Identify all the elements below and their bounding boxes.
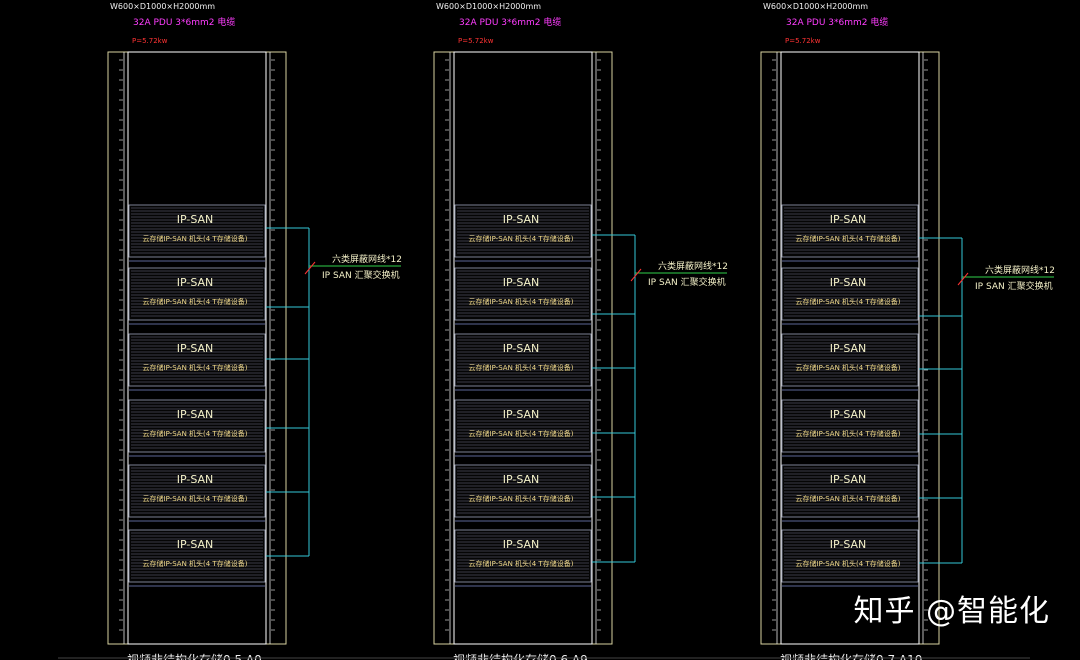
ipsan-unit-description: 云存储IP-SAN 机头(4 T存储设备) (796, 234, 901, 243)
rack-unit-ticks (772, 59, 928, 631)
ipsan-unit-title: IP-SAN (503, 342, 540, 355)
ipsan-unit: IP-SAN 云存储IP-SAN 机头(4 T存储设备) (454, 464, 592, 522)
ipsan-unit-title: IP-SAN (177, 538, 214, 551)
cable-break-mark (630, 268, 642, 282)
ipsan-unit: IP-SAN 云存储IP-SAN 机头(4 T存储设备) (454, 204, 592, 262)
ipsan-unit-title: IP-SAN (177, 213, 214, 226)
rack-pdu-label: 32A PDU 3*6mm2 电缆 (459, 16, 561, 28)
rack-inner-frame (127, 51, 267, 645)
ipsan-unit-title: IP-SAN (177, 276, 214, 289)
ipsan-unit-description: 云存储IP-SAN 机头(4 T存储设备) (469, 363, 574, 372)
network-cable-bus (266, 227, 310, 557)
ipsan-unit: IP-SAN 云存储IP-SAN 机头(4 T存储设备) (128, 529, 266, 587)
ipsan-unit: IP-SAN 云存储IP-SAN 机头(4 T存储设备) (128, 399, 266, 457)
ipsan-unit: IP-SAN 云存储IP-SAN 机头(4 T存储设备) (454, 333, 592, 391)
ipsan-unit-title: IP-SAN (177, 473, 214, 486)
rack-power-label: P=5.72kw (458, 37, 494, 45)
ipsan-unit-title: IP-SAN (177, 342, 214, 355)
ipsan-unit: IP-SAN 云存储IP-SAN 机头(4 T存储设备) (454, 529, 592, 587)
ipsan-unit-description: 云存储IP-SAN 机头(4 T存储设备) (796, 363, 901, 372)
rack-footer-caption: 视频非结构化存储0.6 A9 (453, 652, 588, 660)
rack-2: W600×D1000×H2000mm 32A PDU 3*6mm2 电缆 P=5.7… (433, 2, 728, 660)
ipsan-unit-description: 云存储IP-SAN 机头(4 T存储设备) (796, 559, 901, 568)
switch-label: IP SAN 汇聚交换机 (648, 276, 726, 288)
ipsan-unit-title: IP-SAN (830, 213, 867, 226)
ipsan-unit-description: 云存储IP-SAN 机头(4 T存储设备) (469, 234, 574, 243)
ipsan-unit-description: 云存储IP-SAN 机头(4 T存储设备) (143, 494, 248, 503)
ipsan-unit-title: IP-SAN (830, 408, 867, 421)
switch-label: IP SAN 汇聚交换机 (322, 269, 400, 281)
ipsan-unit-description: 云存储IP-SAN 机头(4 T存储设备) (796, 297, 901, 306)
rack-pdu-label: 32A PDU 3*6mm2 电缆 (786, 16, 888, 28)
ipsan-unit-description: 云存储IP-SAN 机头(4 T存储设备) (143, 297, 248, 306)
ipsan-unit-description: 云存储IP-SAN 机头(4 T存储设备) (469, 494, 574, 503)
rack-footer-caption: 视频非结构化存储0.5 A0 (127, 652, 262, 660)
switch-label: IP SAN 汇聚交换机 (975, 280, 1053, 292)
ipsan-unit-title: IP-SAN (503, 473, 540, 486)
ipsan-unit-title: IP-SAN (503, 408, 540, 421)
ipsan-unit-title: IP-SAN (830, 538, 867, 551)
ipsan-unit-description: 云存储IP-SAN 机头(4 T存储设备) (469, 429, 574, 438)
network-cable-bus (919, 237, 963, 564)
ipsan-unit-title: IP-SAN (177, 408, 214, 421)
ipsan-unit: IP-SAN 云存储IP-SAN 机头(4 T存储设备) (128, 333, 266, 391)
ipsan-unit: IP-SAN 云存储IP-SAN 机头(4 T存储设备) (128, 464, 266, 522)
ipsan-unit-title: IP-SAN (830, 342, 867, 355)
rack-dimensions: W600×D1000×H2000mm (436, 2, 541, 11)
rack-pdu-label: 32A PDU 3*6mm2 电缆 (133, 16, 235, 28)
rack-unit-ticks (445, 59, 601, 631)
ipsan-unit-description: 云存储IP-SAN 机头(4 T存储设备) (143, 234, 248, 243)
rack-power-label: P=5.72kw (785, 37, 821, 45)
ipsan-unit-description: 云存储IP-SAN 机头(4 T存储设备) (143, 429, 248, 438)
ipsan-unit: IP-SAN 云存储IP-SAN 机头(4 T存储设备) (128, 204, 266, 262)
rack-dimensions: W600×D1000×H2000mm (763, 2, 868, 11)
ipsan-unit-title: IP-SAN (830, 276, 867, 289)
ipsan-unit: IP-SAN 云存储IP-SAN 机头(4 T存储设备) (454, 399, 592, 457)
ipsan-unit-description: 云存储IP-SAN 机头(4 T存储设备) (796, 494, 901, 503)
rack-dimensions: W600×D1000×H2000mm (110, 2, 215, 11)
rack-3: W600×D1000×H2000mm 32A PDU 3*6mm2 电缆 P=5.7… (760, 2, 1055, 660)
ipsan-unit: IP-SAN 云存储IP-SAN 机头(4 T存储设备) (781, 464, 919, 522)
ipsan-unit-description: 云存储IP-SAN 机头(4 T存储设备) (469, 559, 574, 568)
cable-label: 六类屏蔽网线*12 (985, 264, 1055, 276)
ipsan-unit: IP-SAN 云存储IP-SAN 机头(4 T存储设备) (128, 267, 266, 325)
ipsan-unit-description: 云存储IP-SAN 机头(4 T存储设备) (796, 429, 901, 438)
rack-inner-frame (780, 51, 920, 645)
rack-unit-ticks (119, 59, 275, 631)
cable-break-mark (957, 272, 969, 286)
rack-1: W600×D1000×H2000mm 32A PDU 3*6mm2 电缆 P=5.7… (107, 2, 402, 660)
ipsan-unit-title: IP-SAN (503, 538, 540, 551)
watermark: 知乎 @智能化 (853, 594, 1050, 629)
ipsan-unit: IP-SAN 云存储IP-SAN 机头(4 T存储设备) (781, 399, 919, 457)
ipsan-unit-title: IP-SAN (830, 473, 867, 486)
ipsan-unit: IP-SAN 云存储IP-SAN 机头(4 T存储设备) (781, 333, 919, 391)
ipsan-unit: IP-SAN 云存储IP-SAN 机头(4 T存储设备) (781, 267, 919, 325)
rack-inner-frame (453, 51, 593, 645)
cable-break-mark (304, 261, 316, 275)
rack-footer-caption: 视频非结构化存储0.7 A10 (780, 652, 922, 660)
cable-label: 六类屏蔽网线*12 (658, 260, 728, 272)
ipsan-unit: IP-SAN 云存储IP-SAN 机头(4 T存储设备) (454, 267, 592, 325)
ipsan-unit: IP-SAN 云存储IP-SAN 机头(4 T存储设备) (781, 529, 919, 587)
cable-label: 六类屏蔽网线*12 (332, 253, 402, 265)
ipsan-unit-description: 云存储IP-SAN 机头(4 T存储设备) (469, 297, 574, 306)
ipsan-unit-description: 云存储IP-SAN 机头(4 T存储设备) (143, 559, 248, 568)
rack-power-label: P=5.72kw (132, 37, 168, 45)
ipsan-unit-title: IP-SAN (503, 213, 540, 226)
ipsan-unit-description: 云存储IP-SAN 机头(4 T存储设备) (143, 363, 248, 372)
network-cable-bus (592, 234, 636, 563)
ipsan-unit-title: IP-SAN (503, 276, 540, 289)
ipsan-unit: IP-SAN 云存储IP-SAN 机头(4 T存储设备) (781, 204, 919, 262)
